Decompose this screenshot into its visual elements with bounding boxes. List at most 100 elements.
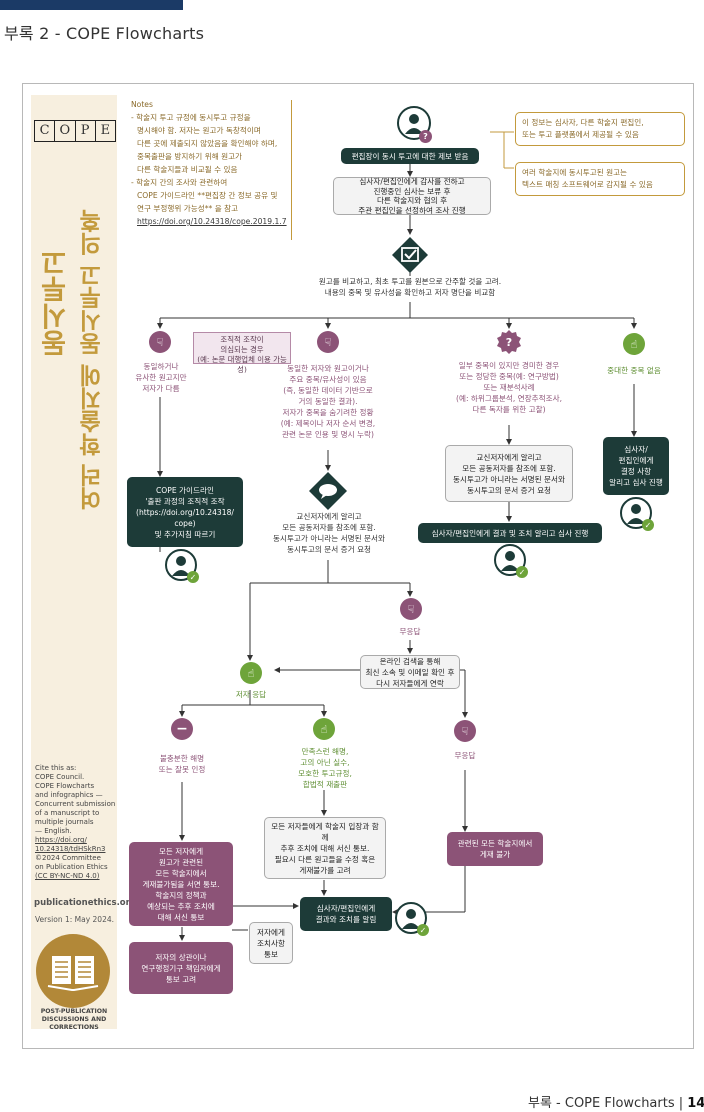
cite-line: ©2024 Committee <box>35 854 101 862</box>
thumbs-down-icon: ☟ <box>400 598 422 620</box>
author-response-label: 저자 응답 <box>235 690 267 699</box>
info-box-source: 이 정보는 심사자, 다른 학술지 편집인, 또는 투고 플랫폼에서 제공될 수… <box>515 112 685 146</box>
cite-line: Cite this as: <box>35 764 77 772</box>
notes-divider <box>126 100 292 240</box>
node-line: 게재불가를 고려 <box>299 865 351 875</box>
branch-line: 관련 논문 인용 및 명시 누락) <box>282 430 374 439</box>
cope-logo: C O P E <box>34 120 116 142</box>
book-icon <box>36 934 110 1008</box>
check-badge-icon: ✓ <box>516 566 528 578</box>
notes-line: - 학술지 투고 규정에 동시투고 규정을 <box>131 113 251 122</box>
notes-line: 다른 학술지들과 비교될 수 있음 <box>137 165 238 174</box>
cite-line: and infographics — <box>35 791 103 799</box>
branch-no-overlap: 중대한 중복 없음 <box>607 366 661 375</box>
editor-check-icon <box>165 549 197 581</box>
notes-heading: Notes <box>131 100 153 109</box>
node-line: 게재불가됨을 서면 통보. <box>142 879 220 889</box>
cite-link[interactable]: 10.24318/tdHSkRn3 <box>35 845 106 853</box>
logo-letter: E <box>100 123 111 138</box>
cite-line: Concurrent submission <box>35 800 116 808</box>
notes-line: 다른 곳에 제출되지 않았음을 확인해야 하며, <box>137 139 278 148</box>
branch-line: 일부 중복이 있지만 경미한 경우 <box>458 361 560 370</box>
notify-authors-node: 저자에게 조치사항 통보 <box>249 922 293 964</box>
site-link[interactable]: publicationethics.org <box>34 898 136 908</box>
branch-line: (즉, 동일한 데이터 기반으로 <box>283 386 373 395</box>
branch-line: 고의 아닌 실수, <box>300 758 350 767</box>
thumbs-up-icon: ☝ <box>313 718 335 740</box>
info-line: 이 정보는 심사자, 다른 학술지 편집인, <box>522 118 644 127</box>
node-line: 심사자/편집인에게 <box>316 904 376 913</box>
compare-line: 원고를 비교하고, 최초 투고를 원본으로 간주할 것을 고려. <box>318 277 502 286</box>
node-line: 결정 사항 <box>620 467 652 476</box>
node-line: 모든 저자에게 <box>158 846 204 856</box>
logo-letter: O <box>55 121 76 141</box>
citation-block: Cite this as: COPE Council. COPE Flowcha… <box>35 764 116 881</box>
cite-line: COPE Council. <box>35 773 85 781</box>
branch-line: 동일한 저자와 원고이거나 <box>287 364 369 373</box>
speech-diamond-icon <box>308 471 348 511</box>
node-line: 대해 서신 통보 <box>157 912 205 922</box>
info-line: 또는 투고 플랫폼에서 제공될 수 있음 <box>522 130 639 139</box>
branch-line: 또는 정당한 중복(예: 연구방법) <box>459 372 559 381</box>
thumbs-up-icon: ☝ <box>623 333 645 355</box>
branch-line: 주요 중복/유사성이 있음 <box>289 375 367 384</box>
node-line: 조치사항 <box>257 938 285 948</box>
branch-line: 만족스런 해명, <box>301 747 349 756</box>
notes-link[interactable]: https://doi.org/10.24318/cope.2019.1.7 <box>137 217 287 226</box>
node-line: 관련된 모든 학술지에서 <box>457 839 533 848</box>
branch-line: 거의 동일한 결과). <box>298 397 358 406</box>
node-line: 모든 공동저자를 참조에 포함. <box>462 463 556 473</box>
step-hold-review: 심사자/편집인에게 감사를 전하고 진행중인 심사는 보류 후 다른 학술지와 … <box>333 177 491 215</box>
top-accent-bar <box>0 0 183 10</box>
info-line: 텍스트 매칭 소프트웨어로 감지될 수 있음 <box>522 180 653 189</box>
footer-section: 부록 - COPE Flowcharts | <box>528 1096 688 1111</box>
version-text: Version 1: May 2024. <box>35 915 115 924</box>
branch-line: 또는 재분석사례 <box>483 383 535 392</box>
badge-question-icon: ? <box>496 329 522 355</box>
note-line: 의심되는 경우 <box>220 345 264 354</box>
branch-line: 동일하거나 <box>143 362 179 371</box>
license-link[interactable]: (CC BY-NC-ND 4.0) <box>35 872 100 880</box>
node-line: 저자의 상관이나 <box>155 952 207 962</box>
check-badge-icon: ✓ <box>417 924 429 936</box>
logo-letter: C <box>35 121 56 141</box>
notify-all-authors-node: 모든 저자들에게 학술지 입장과 함께 추후 조치에 대해 서신 통보. 필요시… <box>264 817 386 879</box>
info-line: 여러 학술지에 동시투고된 원고는 <box>522 168 628 177</box>
notes-line: 명시해야 함. 저자는 원고가 독창적이며 <box>137 126 261 135</box>
check-diamond-icon <box>391 236 429 274</box>
check-badge-icon: ✓ <box>642 519 654 531</box>
inform-results-node: 심사자/편집인에게 결과와 조치를 알림 <box>300 897 392 931</box>
svg-text:?: ? <box>506 336 512 349</box>
post-publication-label: POST-PUBLICATION DISCUSSIONS AND CORRECT… <box>40 1008 108 1031</box>
node-line: 최신 소속 및 이메일 확인 후 <box>365 667 455 677</box>
cite-link[interactable]: https://doi.org/ <box>35 836 87 844</box>
notify-institution-node: 저자의 상관이나 연구행정기구 책임자에게 통보 고려 <box>129 942 233 994</box>
branch-line: (예: 제목이나 저자 순서 변경, <box>280 419 376 428</box>
no-response-label: 무응답 <box>399 627 421 636</box>
branch-different-authors: 동일하거나 유사한 원고지만 저자가 다름 <box>130 361 192 394</box>
cite-line: COPE Flowcharts <box>35 782 95 790</box>
step-line: 진행중인 심사는 보류 후 <box>373 186 451 196</box>
check-badge-icon: ✓ <box>187 571 199 583</box>
unsatisfactory-label: 불충분한 해명 또는 잘못 인정 <box>140 753 224 775</box>
branch-same-authors: 동일한 저자와 원고이거나 주요 중복/유사성이 있음 (즉, 동일한 데이터 … <box>266 363 390 440</box>
node-line: 연구행정기구 책임자에게 <box>141 963 221 973</box>
page-footer: 부록 - COPE Flowcharts | 141 <box>528 1092 704 1111</box>
branch-minor-overlap: 일부 중복이 있지만 경미한 경우 또는 정당한 중복(예: 연구방법) 또는 … <box>449 360 569 415</box>
step-line: 심사자/편집인에게 감사를 전하고 <box>359 177 465 186</box>
thumbs-down-icon: ☟ <box>317 331 339 353</box>
node-line: '출판 과정의 조직적 조작 <box>145 496 225 506</box>
node-line: 동시투고의 문서 증거 요청 <box>466 485 552 495</box>
node-line: 및 추가지침 따르기 <box>154 529 216 539</box>
node-line: 결과와 조치를 알림 <box>315 915 377 924</box>
node-line: 동시투고가 아니라는 서명된 문서와 <box>452 474 566 484</box>
node-line: cope) <box>174 518 196 528</box>
node-line: 동시투고의 문서 증거 요청 <box>286 545 372 554</box>
node-line: 게재 불가 <box>479 850 511 859</box>
contact-corresponding-node: 교신저자에게 알리고 모든 공동저자를 참조에 포함. 동시투고가 아니라는 서… <box>445 445 573 502</box>
reject-all-journals-node: 관련된 모든 학술지에서 게재 불가 <box>447 832 543 866</box>
note-line: (예: 논문 대행업체 이용 가능성) <box>197 355 287 374</box>
thumbs-down-icon: ☟ <box>454 720 476 742</box>
thumbs-up-icon: ☝ <box>240 662 262 684</box>
